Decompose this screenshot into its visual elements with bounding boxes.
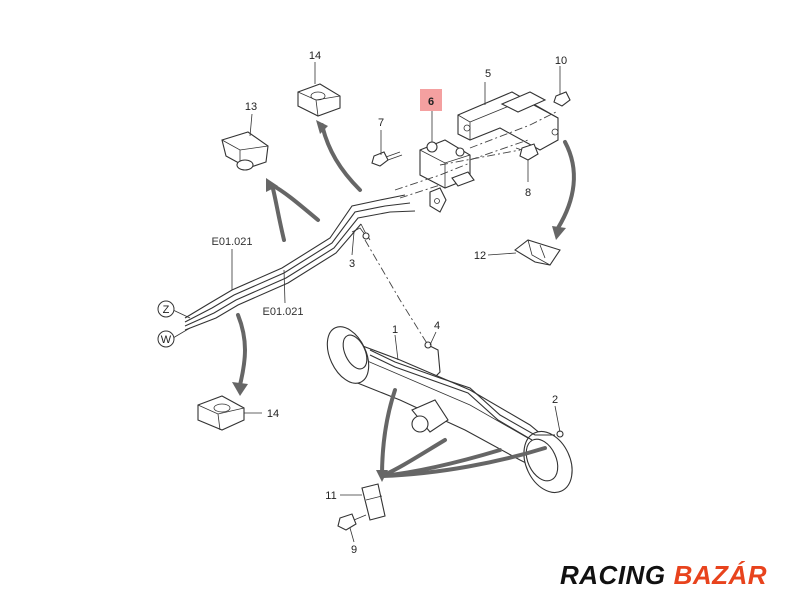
logo-word-bazar: BAZÁR	[673, 560, 768, 590]
connector-w-label: W	[161, 334, 172, 346]
connector-z-label: Z	[163, 304, 170, 316]
brake-pipe-bundle	[184, 194, 416, 331]
bolt-7	[371, 151, 403, 167]
reference-labels: E01.021 E01.021	[212, 236, 304, 318]
clip-14-top	[297, 83, 341, 117]
callout-2: 2	[552, 394, 558, 406]
leader-lines	[172, 62, 561, 543]
clip-12	[514, 239, 561, 266]
callout-labels: 6 14 13 7 5 10 8 12 3 4 1 2 11 9 14	[245, 50, 567, 556]
connector-w: W	[157, 330, 175, 348]
direction-arrows	[232, 120, 576, 482]
reference-upper: E01.021	[212, 236, 253, 248]
callout-14-bottom: 14	[267, 408, 279, 420]
callout-12: 12	[474, 250, 486, 262]
clip-13	[221, 131, 269, 171]
callout-14-top: 14	[309, 50, 321, 62]
callout-9: 9	[351, 544, 357, 556]
reference-lower: E01.021	[263, 306, 304, 318]
bracket-11	[361, 483, 386, 521]
callout-10: 10	[555, 55, 567, 67]
mounting-bracket	[457, 91, 571, 151]
bolt-9	[337, 513, 367, 531]
fitting-3	[351, 227, 370, 240]
callout-4: 4	[434, 320, 440, 332]
clip-14-bottom	[197, 395, 245, 431]
callout-6: 6	[428, 96, 434, 108]
assembly-lines	[364, 111, 557, 346]
logo-word-racing: RACING	[560, 560, 666, 590]
callout-5: 5	[485, 68, 491, 80]
connector-z: Z	[157, 300, 175, 318]
rear-axle	[326, 326, 573, 494]
highlight-box	[420, 89, 442, 111]
bolt-8	[515, 143, 539, 161]
callout-7: 7	[378, 117, 384, 129]
callout-3: 3	[349, 258, 355, 270]
callout-11: 11	[325, 490, 336, 502]
pressure-valve-assembly	[419, 139, 475, 213]
callout-1: 1	[392, 324, 398, 336]
callout-8: 8	[525, 187, 531, 199]
callout-13: 13	[245, 101, 257, 113]
